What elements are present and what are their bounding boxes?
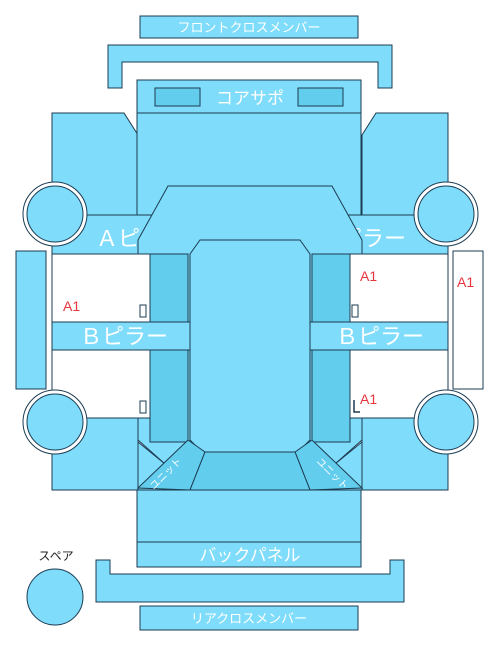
headlight-right (297, 87, 344, 107)
b-pillar-left[interactable]: Ｂピラー (51, 321, 191, 351)
left-side-rail-upper[interactable] (149, 253, 189, 323)
wheel-front-right[interactable] (413, 181, 479, 247)
left-side-rail-lower[interactable] (149, 349, 189, 443)
wheel-rear-right[interactable] (413, 389, 479, 455)
wheel-rear-left[interactable] (22, 389, 88, 455)
rear-floor-center[interactable] (189, 451, 311, 491)
front-cross-member-label: フロントクロスメンバー (177, 21, 320, 36)
core-support-label: コアサポ (216, 89, 284, 109)
front-bumper-bracket[interactable] (107, 44, 393, 89)
damage-mark-right-a-pillar-area: A1 (360, 268, 377, 284)
left-front-door-opening (51, 253, 151, 323)
back-panel-label: バックパネル (199, 546, 300, 566)
wheel-front-left[interactable] (22, 181, 88, 247)
damage-mark-right-b-pillar-area: A1 (360, 391, 377, 407)
latch-left-front (139, 304, 147, 318)
right-side-sill[interactable] (452, 250, 484, 390)
left-side-sill[interactable] (15, 250, 47, 390)
headlight-left (154, 87, 201, 107)
rear-cross-member[interactable]: リアクロスメンバー (139, 605, 359, 631)
latch-right-rear (353, 400, 360, 413)
rear-bumper-bracket[interactable] (95, 559, 405, 603)
front-cross-member[interactable]: フロントクロスメンバー (139, 15, 359, 39)
right-front-door-opening (349, 253, 449, 323)
right-side-rail-upper[interactable] (311, 253, 351, 323)
right-side-rail-lower[interactable] (311, 349, 351, 443)
core-support[interactable]: コアサポ (136, 79, 362, 115)
roof-panel[interactable] (189, 239, 311, 453)
latch-left-rear (139, 400, 147, 414)
back-panel[interactable]: バックパネル (136, 489, 362, 568)
b-pillar-right-label: Ｂピラー (336, 325, 424, 350)
spare-tire[interactable]: スペア (26, 549, 84, 626)
b-pillar-left-label: Ｂピラー (80, 325, 168, 350)
damage-mark-left-panel: A1 (63, 298, 80, 314)
latch-right-front (351, 304, 359, 318)
damage-mark-right-side-rail: A1 (457, 274, 474, 290)
b-pillar-right[interactable]: Ｂピラー (309, 321, 449, 351)
spare-label: スペア (38, 549, 73, 563)
rear-cross-member-label: リアクロスメンバー (191, 612, 307, 627)
